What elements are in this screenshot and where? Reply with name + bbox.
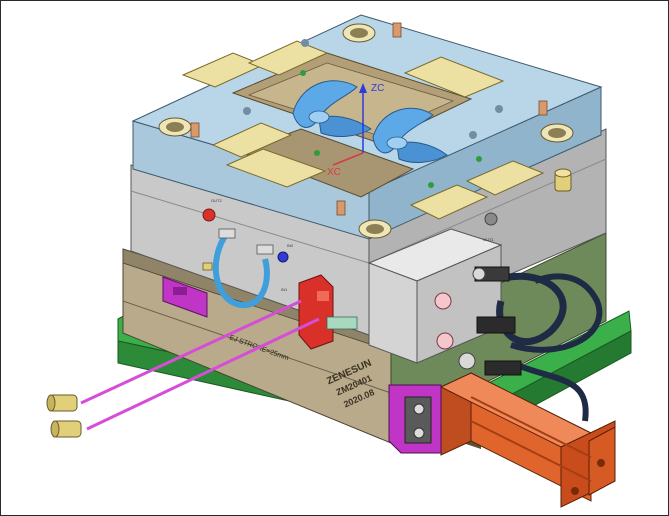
fan-blade-part-2[interactable] <box>372 107 448 163</box>
water-hose <box>212 231 270 309</box>
hydraulic-fitting <box>434 292 452 310</box>
wear-plate <box>225 148 327 188</box>
support-pin <box>336 200 346 216</box>
hydraulic-hose <box>515 362 589 422</box>
support-pins <box>190 22 548 216</box>
hydraulic-cylinder[interactable] <box>439 372 616 508</box>
cylinder-bracket <box>388 384 442 454</box>
safety-clamp[interactable] <box>298 274 358 350</box>
brass-coupling <box>46 394 78 412</box>
wear-plate <box>409 184 489 220</box>
brass-fitting-right <box>554 168 572 192</box>
wear-plate <box>247 40 329 76</box>
fan-blade-part-1[interactable] <box>292 80 372 137</box>
wear-plate <box>465 160 545 196</box>
side-hole <box>484 212 498 226</box>
wear-plate <box>403 56 505 98</box>
support-pin <box>392 22 402 38</box>
wear-plates <box>181 40 545 220</box>
hydraulic-hoses[interactable] <box>458 266 603 422</box>
port-label-out1: OUT1 <box>483 237 494 242</box>
port-label-in2: IN2 <box>287 243 294 248</box>
wcs-axes: ZC XC <box>327 83 384 178</box>
guide-bushings <box>158 23 574 239</box>
water-circuit-left[interactable]: OUT2 IN2 IN1 <box>202 198 294 309</box>
port-label-out2: OUT2 <box>211 198 222 203</box>
wear-plate <box>211 122 293 158</box>
hydraulic-hose <box>510 273 603 353</box>
brass-coupling <box>50 420 82 438</box>
hydraulic-manifold[interactable]: OUT1 <box>367 228 503 364</box>
z-axis-label: ZC <box>371 83 384 94</box>
cooling-lines[interactable] <box>46 299 320 438</box>
port-label-in1: IN1 <box>281 287 288 292</box>
support-pin <box>190 122 200 138</box>
x-axis-label: XC <box>327 167 341 178</box>
info-plate <box>162 276 208 318</box>
bolt-holes <box>243 39 503 188</box>
hydraulic-fitting <box>436 332 454 350</box>
support-pin <box>538 100 548 116</box>
water-fitting-blue <box>277 251 289 263</box>
water-fitting-red <box>202 208 216 222</box>
